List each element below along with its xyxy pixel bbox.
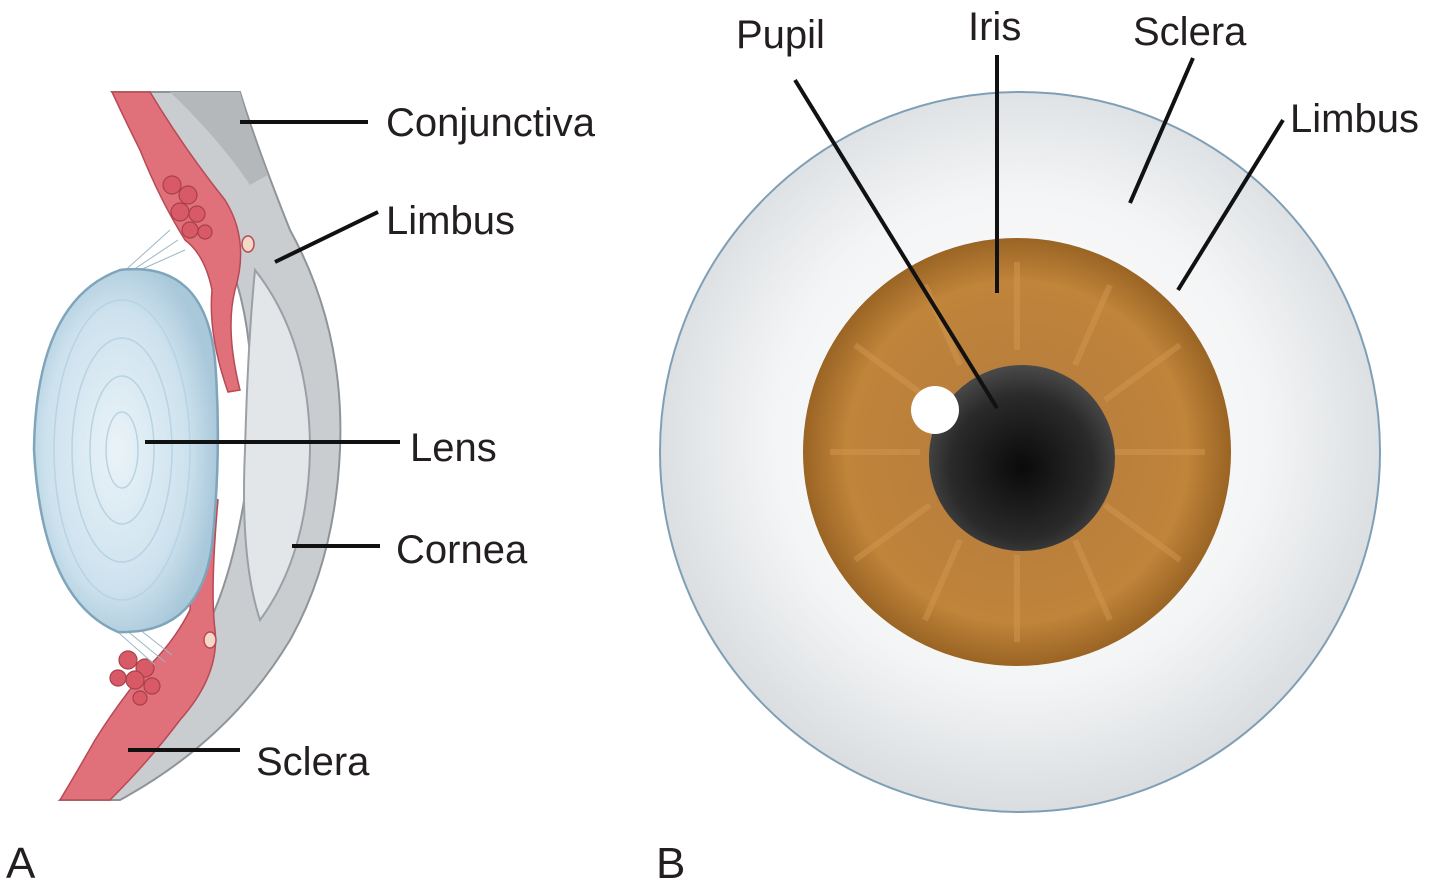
leader-limbus-a — [274, 210, 379, 264]
label-sclera-a: Sclera — [256, 740, 370, 784]
leader-sclera-b — [1128, 57, 1195, 204]
label-limbus-a: Limbus — [386, 199, 515, 243]
leader-limbus-b — [1176, 118, 1285, 292]
iris-texture — [830, 262, 1205, 642]
lens-rings — [53, 299, 191, 601]
label-iris: Iris — [968, 5, 1021, 49]
pupil — [929, 365, 1115, 551]
label-lens: Lens — [410, 426, 497, 470]
panel-a-letter: A — [6, 839, 36, 888]
panel-b-front-view — [659, 91, 1381, 813]
label-limbus-b: Limbus — [1290, 97, 1419, 141]
lower-canal — [203, 631, 217, 649]
panel-b-letter: B — [656, 839, 685, 888]
panel-a-cross-section — [32, 91, 342, 801]
pupil-highlight — [911, 386, 959, 434]
sclera-cornea-band — [57, 91, 342, 801]
label-conjunctiva: Conjunctiva — [386, 101, 596, 145]
lens — [32, 267, 220, 634]
upper-muscle — [110, 91, 242, 393]
conjunctiva-layer — [170, 92, 268, 185]
upper-canal — [241, 235, 255, 253]
zonule-fibers — [109, 229, 186, 666]
upper-ciliary-body — [162, 175, 213, 240]
label-cornea: Cornea — [396, 528, 528, 572]
cornea-inner — [243, 267, 312, 623]
leader-pupil — [793, 78, 999, 410]
label-pupil: Pupil — [736, 13, 825, 57]
label-sclera-b: Sclera — [1133, 10, 1247, 54]
lower-ciliary-body — [109, 650, 161, 706]
